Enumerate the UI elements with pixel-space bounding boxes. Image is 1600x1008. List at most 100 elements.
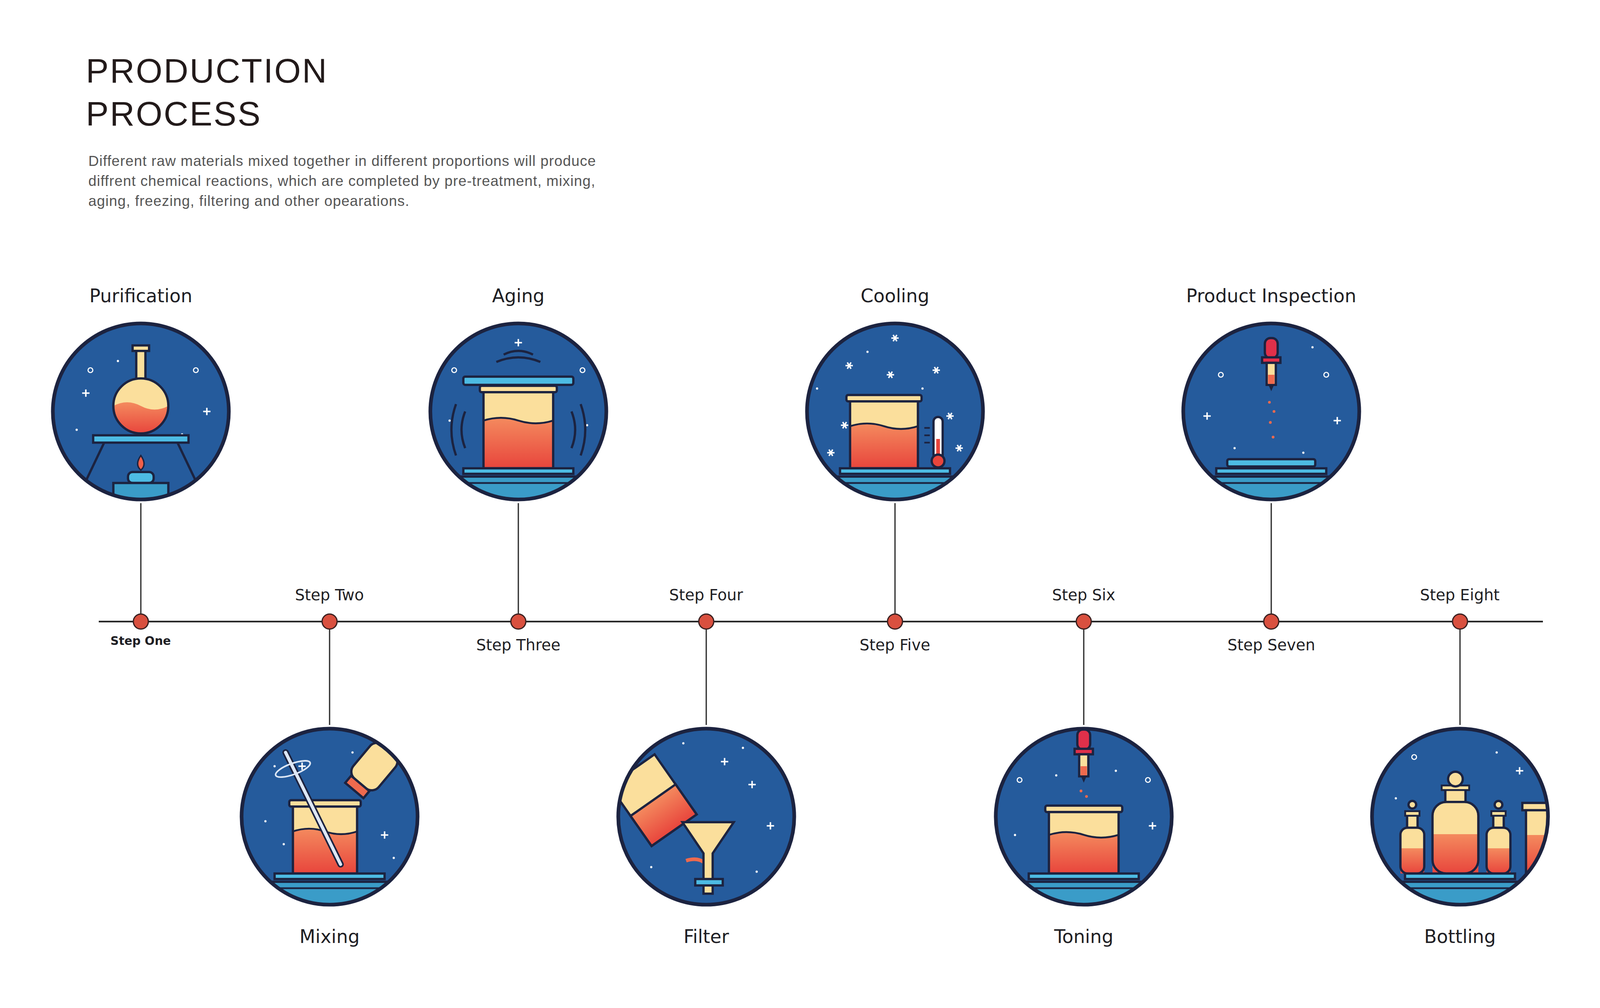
icon-part <box>292 806 358 874</box>
icon-part <box>682 821 734 894</box>
process-step-circle: Cooling <box>765 275 1025 509</box>
icon-part <box>496 350 541 362</box>
icon-part <box>1028 872 1139 879</box>
icon-part <box>448 419 451 422</box>
step-label: Step Five <box>859 634 931 656</box>
process-step-circle: Filter <box>577 724 836 958</box>
icon-part <box>1302 451 1305 454</box>
icon-part <box>955 444 963 451</box>
step-illustration <box>426 319 610 503</box>
icon-part <box>921 387 924 390</box>
icon-part <box>886 371 895 378</box>
icon-part <box>931 454 945 468</box>
icon-part <box>430 323 607 500</box>
step-name: Cooling <box>765 283 1025 309</box>
icon-part <box>1432 801 1479 874</box>
step-illustration <box>49 319 233 503</box>
leader-line <box>517 502 520 614</box>
icon-part <box>924 434 930 436</box>
process-step-circle: Bottling <box>1330 724 1590 958</box>
step-label: Step Two <box>295 584 364 606</box>
icon-part <box>274 872 385 879</box>
icon-part <box>1405 810 1420 816</box>
icon-part <box>1267 400 1271 404</box>
icon-part <box>237 738 422 908</box>
icon-part <box>891 334 899 341</box>
icon-part <box>1080 775 1087 783</box>
icon-part <box>116 359 119 362</box>
page-title: PRODUCTION PROCESS <box>85 49 403 135</box>
icon-part <box>341 738 402 801</box>
icon-part <box>614 753 697 846</box>
icon-part <box>1269 420 1273 424</box>
icon-part <box>82 389 90 397</box>
process-step-circle: Purification <box>11 275 270 509</box>
icon-part <box>1411 754 1417 759</box>
icon-part <box>1447 771 1463 786</box>
icon-part <box>1114 769 1117 772</box>
icon-part <box>924 441 930 444</box>
icon-part <box>1408 800 1416 808</box>
icon-part <box>1183 323 1360 500</box>
icon-part <box>1048 831 1119 838</box>
step-label: Step Six <box>1052 584 1116 606</box>
step-name: Filter <box>577 923 836 949</box>
process-step-circle: Aging <box>389 275 648 509</box>
leader-line <box>1459 629 1461 725</box>
icon-part <box>1079 789 1083 793</box>
icon-part <box>585 423 588 426</box>
icon-part <box>1495 750 1498 753</box>
icon-part <box>1048 811 1119 873</box>
icon-part <box>845 362 853 369</box>
icon-part <box>807 323 983 500</box>
icon-part <box>1400 827 1425 873</box>
icon-part <box>1400 847 1425 873</box>
timeline-dot <box>1452 613 1468 629</box>
icon-part <box>52 323 229 500</box>
icon-part <box>1368 886 1552 889</box>
icon-part <box>203 407 211 415</box>
icon-part <box>264 819 267 822</box>
icon-part <box>1323 372 1329 377</box>
icon-part <box>618 728 795 905</box>
icon-part <box>850 401 918 469</box>
icon-part <box>1394 796 1397 799</box>
icon-part <box>241 728 418 905</box>
icon-part <box>1268 384 1274 391</box>
icon-part <box>580 367 585 373</box>
icon-part <box>127 471 154 483</box>
icon-part <box>392 856 395 859</box>
timeline-dot <box>1263 613 1279 629</box>
icon-part <box>1515 766 1524 775</box>
step-label: Step Eight <box>1420 584 1500 606</box>
icon-part <box>618 728 795 905</box>
icon-part <box>285 752 341 864</box>
icon-part <box>946 412 954 419</box>
icon-part <box>1048 811 1119 873</box>
leader-line <box>1270 502 1273 614</box>
icon-part <box>237 886 422 889</box>
icon-part <box>1179 481 1363 484</box>
icon-part <box>807 323 983 500</box>
icon-part <box>87 367 93 373</box>
icon-part <box>803 334 987 503</box>
icon-part <box>1017 777 1022 782</box>
icon-part <box>1265 337 1278 358</box>
icon-part <box>451 367 457 373</box>
icon-part <box>1400 827 1425 873</box>
timeline-dot <box>133 613 149 629</box>
icon-part <box>483 392 553 469</box>
icon-part <box>463 467 574 474</box>
icon-part <box>741 746 744 749</box>
icon-part <box>1203 412 1211 420</box>
icon-part <box>1218 372 1223 377</box>
icon-part <box>840 467 950 474</box>
icon-part <box>1486 827 1511 873</box>
leader-line <box>329 629 331 725</box>
icon-part <box>241 728 418 905</box>
icon-part <box>137 455 144 470</box>
step-name: Purification <box>11 283 270 309</box>
icon-part <box>136 348 146 380</box>
step-illustration <box>1179 319 1363 503</box>
step-illustration <box>992 724 1176 908</box>
